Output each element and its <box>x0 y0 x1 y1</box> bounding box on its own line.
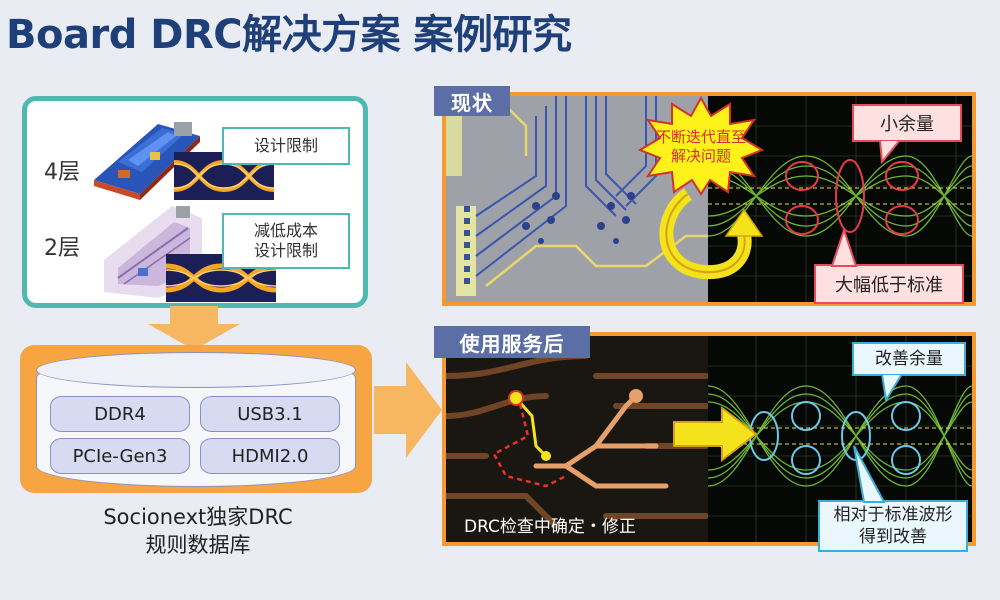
drc-check-label: DRC检查中确定・修正 <box>464 517 636 537</box>
improved-margin-pointer <box>880 374 904 402</box>
iteration-burst-line1: 不断迭代直至 <box>655 128 746 146</box>
current-state-tag-text: 现状 <box>451 90 493 115</box>
after-service-tag: 使用服务后 <box>434 326 590 358</box>
db-item-hdmi: HDMI2.0 <box>200 438 340 474</box>
db-item-ddr4: DDR4 <box>50 396 190 432</box>
small-margin-text: 小余量 <box>880 114 934 135</box>
waveform-improved-line2: 得到改善 <box>859 527 927 547</box>
layer-2-label: 2层 <box>44 236 80 261</box>
cost-reduction-callout: 减低成本 设计限制 <box>222 213 350 269</box>
database-cylinder-top <box>36 352 356 388</box>
page-title: Board DRC解决方案 案例研究 <box>6 12 572 58</box>
waveform-improved-line1: 相对于标准波形 <box>833 505 953 525</box>
current-state-tag: 现状 <box>434 86 510 116</box>
small-margin-pointer <box>878 140 902 164</box>
waveform-improved-pointer <box>853 445 886 503</box>
below-standard-callout: 大幅低于标准 <box>814 264 964 304</box>
board-4layer-render <box>94 122 200 200</box>
cost-reduction-text: 减低成本 <box>253 221 318 240</box>
down-arrow-icon <box>148 306 240 350</box>
database-caption-line1: Socionext独家DRC <box>103 505 293 529</box>
db-item-usb: USB3.1 <box>200 396 340 432</box>
iteration-burst-line2: 解决问题 <box>670 147 731 165</box>
improved-margin-text: 改善余量 <box>875 349 943 369</box>
db-item-label: USB3.1 <box>237 403 303 425</box>
loop-arrow-icon <box>659 188 764 280</box>
right-arrow-icon <box>374 362 442 458</box>
design-constraint-text: 设计限制 <box>253 136 318 155</box>
design-constraint-callout: 设计限制 <box>222 127 350 165</box>
after-service-tag-text: 使用服务后 <box>459 331 565 356</box>
design-constraint-text-2: 设计限制 <box>253 241 318 260</box>
below-standard-text: 大幅低于标准 <box>835 275 943 296</box>
layer-4-label: 4层 <box>44 160 80 185</box>
db-item-label: DDR4 <box>94 403 146 425</box>
improved-margin-callout: 改善余量 <box>852 342 966 376</box>
database-caption-line2: 规则数据库 <box>145 533 251 557</box>
iteration-burst-text: 不断迭代直至 解决问题 <box>648 128 754 166</box>
db-item-pcie: PCIe-Gen3 <box>50 438 190 474</box>
db-item-label: PCIe-Gen3 <box>72 445 168 467</box>
db-item-label: HDMI2.0 <box>231 445 309 467</box>
iteration-burst-icon <box>638 96 764 196</box>
improvement-arrow-icon <box>673 406 758 462</box>
waveform-improved-callout: 相对于标准波形 得到改善 <box>818 500 968 552</box>
below-standard-pointer <box>830 228 858 267</box>
small-margin-callout: 小余量 <box>852 104 962 142</box>
